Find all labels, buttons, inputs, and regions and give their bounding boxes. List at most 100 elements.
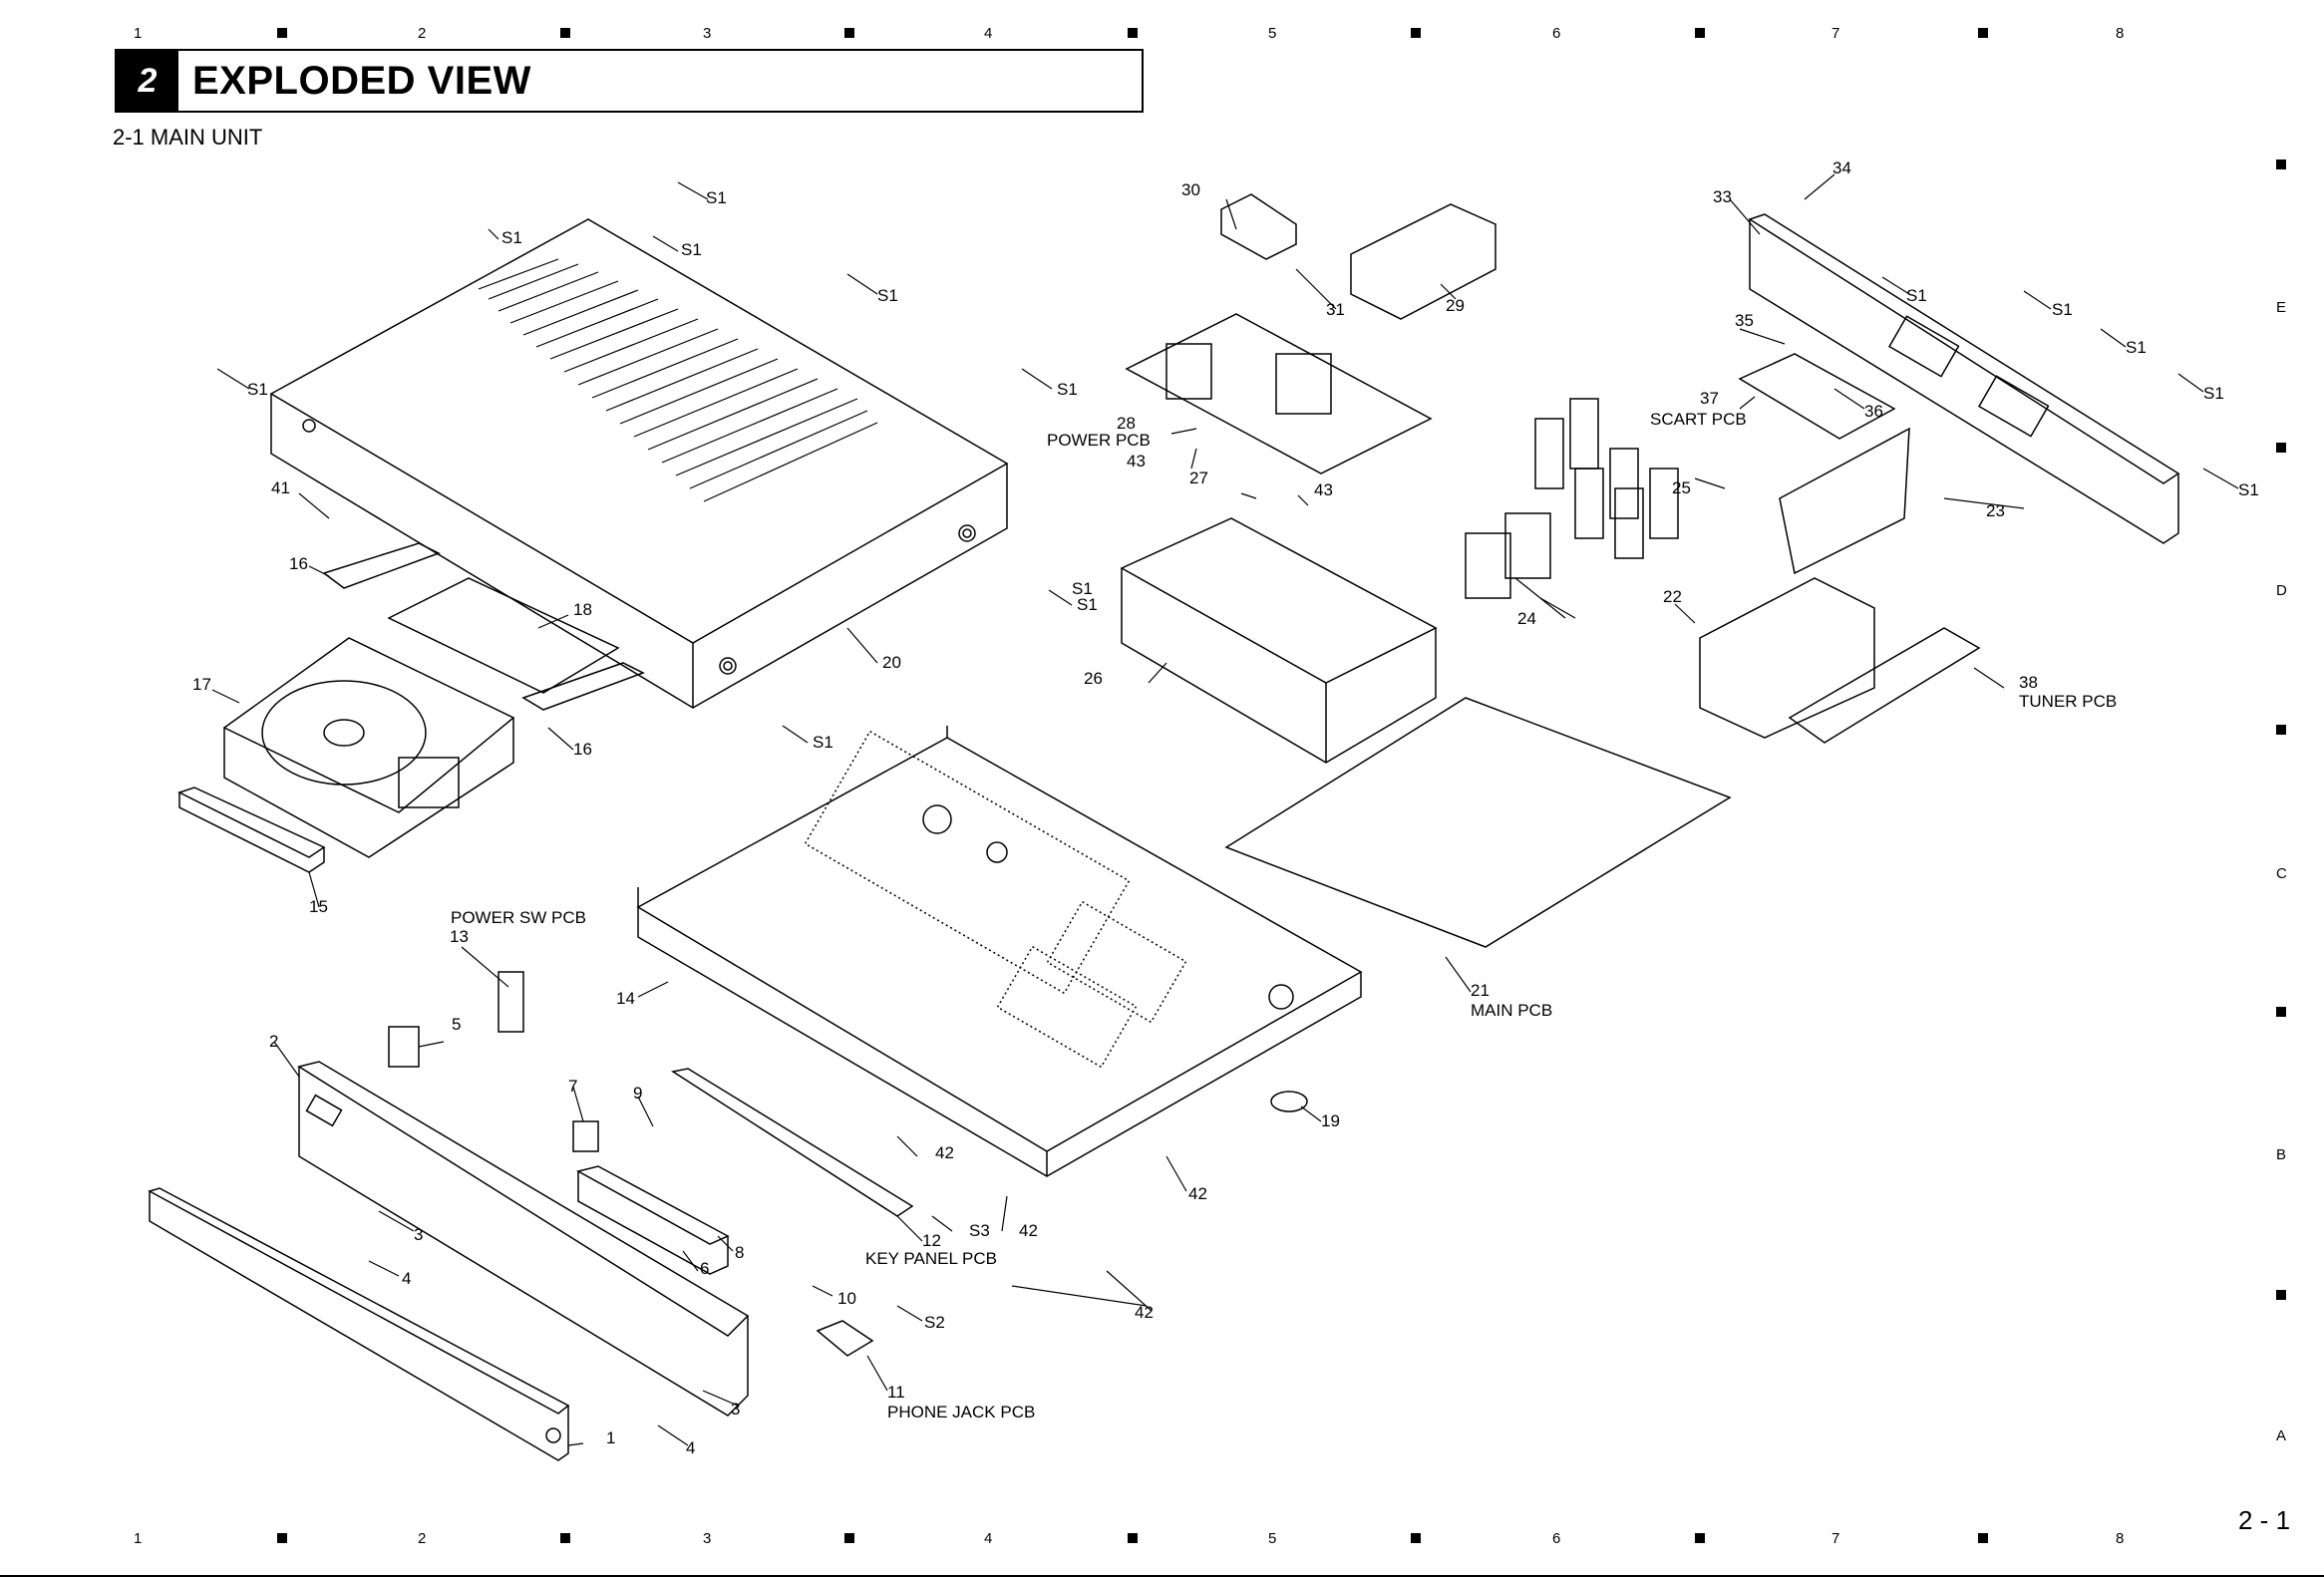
callout-label: 10 [837, 1289, 856, 1308]
callout-label: 37 [1700, 389, 1719, 408]
scart-pcb-label: SCART PCB [1650, 410, 1747, 429]
callout-label: 35 [1735, 311, 1754, 330]
section-title-box: 2 EXPLODED VIEW [115, 49, 1144, 113]
callouts: S1 S1 S1 S1 S1 S1 S1 S1 S1 S1 S1 S1 S1 S… [192, 158, 2259, 1457]
grid-marker [560, 1533, 570, 1543]
callout-label: 26 [1084, 669, 1103, 688]
callout-label: S1 [247, 380, 268, 399]
callout-label: 8 [735, 1243, 744, 1262]
callout-label: 33 [1713, 187, 1732, 206]
bracket-part [322, 542, 441, 589]
grid-col-label: 1 [134, 25, 143, 42]
top-cover-part [269, 218, 1009, 709]
chassis-part [636, 726, 1363, 1177]
callout-label: 25 [1672, 478, 1691, 497]
key-panel-pcb-label: KEY PANEL PCB [865, 1249, 997, 1268]
grid-marker [1411, 28, 1421, 38]
callout-label: 42 [1135, 1303, 1154, 1322]
callout-label: S1 [1072, 579, 1093, 598]
foot-part [1270, 1091, 1308, 1112]
tuner-pcb-label: TUNER PCB [2019, 692, 2117, 711]
callout-label: 20 [882, 653, 901, 672]
pcb-labels: POWER PCB SCART PCB TUNER PCB MAIN PCB P… [451, 410, 2117, 1421]
transformer-part [1275, 353, 1332, 415]
grid-marker [560, 28, 570, 38]
bottom-rule [0, 1575, 2324, 1577]
main-pcb-part [1224, 697, 1732, 948]
callout-label: 31 [1326, 300, 1345, 319]
phone-jack-pcb-label: PHONE JACK PCB [887, 1403, 1035, 1421]
heatsink-part [1465, 532, 1511, 599]
callout-label: 6 [700, 1259, 709, 1278]
callout-label: S1 [501, 228, 522, 247]
callout-label: S1 [2126, 338, 2147, 357]
grid-marker [1411, 1533, 1421, 1543]
callout-label: S1 [706, 188, 727, 207]
grid-col-label: 4 [984, 1530, 993, 1547]
callout-label: S1 [1057, 380, 1078, 399]
leader-lines [211, 173, 2239, 1446]
tray-cover-part [177, 787, 326, 858]
callout-label: 21 [1471, 981, 1490, 1000]
callout-label: 16 [289, 554, 308, 573]
callout-label: 28 [1117, 414, 1136, 433]
section-number: 2 [117, 51, 178, 111]
grid-marker [1978, 1533, 1988, 1543]
callout-label: S2 [924, 1313, 945, 1332]
grid-col-label: 6 [1552, 1530, 1561, 1547]
grid-col-label: 3 [703, 25, 712, 42]
grid-marker [844, 28, 854, 38]
callout-label: S1 [2238, 480, 2259, 499]
grid-col-label: 8 [2116, 1530, 2125, 1547]
grid-col-label: 7 [1831, 1530, 1840, 1547]
front-bezel-part [148, 1187, 570, 1461]
page-title: EXPLODED VIEW [192, 58, 531, 103]
grid-row-label: E [2276, 299, 2287, 316]
callout-label: 43 [1314, 480, 1333, 499]
tray-cover-edge [178, 792, 325, 873]
bracket-part [521, 662, 645, 711]
heatsink-part [1504, 512, 1551, 579]
phone-jack-part [816, 1320, 874, 1357]
grid-col-label: 2 [418, 1530, 427, 1547]
callout-label: S1 [1906, 286, 1927, 305]
grid-col-label: 1 [134, 1530, 143, 1547]
callout-label: 2 [269, 1032, 278, 1051]
rear-panel-part [1748, 213, 2180, 544]
grid-marker [2276, 159, 2286, 169]
grid-row-label: C [2276, 865, 2287, 882]
callout-label: 42 [935, 1143, 954, 1162]
callout-label: 23 [1986, 501, 2005, 520]
page-number: 2 - 1 [2238, 1505, 2291, 1535]
callout-label: 36 [1864, 402, 1883, 421]
callout-label: 42 [1019, 1221, 1038, 1240]
diagram-linework [148, 193, 2180, 1461]
grid-marker [1978, 28, 1988, 38]
callout-label: 11 [887, 1383, 905, 1402]
cd-mechanism-part [222, 637, 515, 858]
grid-marker [1695, 28, 1705, 38]
grid-marker [277, 1533, 287, 1543]
sub-chassis-part [1120, 517, 1438, 764]
grid-marker [2276, 443, 2286, 453]
bracket-22-part [1699, 577, 1875, 739]
key-panel-part [671, 1068, 914, 1217]
tuner-pcb-part [1788, 627, 1981, 744]
grid-row-label: B [2276, 1146, 2287, 1163]
power-switch-part [498, 971, 524, 1033]
callout-label: 22 [1663, 587, 1682, 606]
callout-label: 30 [1181, 180, 1200, 199]
grid-row-label: D [2276, 582, 2287, 599]
section-subtitle: 2-1 MAIN UNIT [113, 125, 263, 150]
bracket-plate-part [1220, 193, 1297, 260]
callout-label: 34 [1832, 158, 1851, 177]
callout-label: S1 [813, 733, 833, 752]
grid-marker [2276, 725, 2286, 735]
grid-col-label: 8 [2116, 25, 2125, 42]
shield-part [1350, 203, 1496, 320]
grid-col-label: 6 [1552, 25, 1561, 42]
knob-part [388, 1026, 420, 1068]
scart-pcb-part [1738, 353, 1896, 440]
callout-label: S1 [1077, 595, 1098, 614]
